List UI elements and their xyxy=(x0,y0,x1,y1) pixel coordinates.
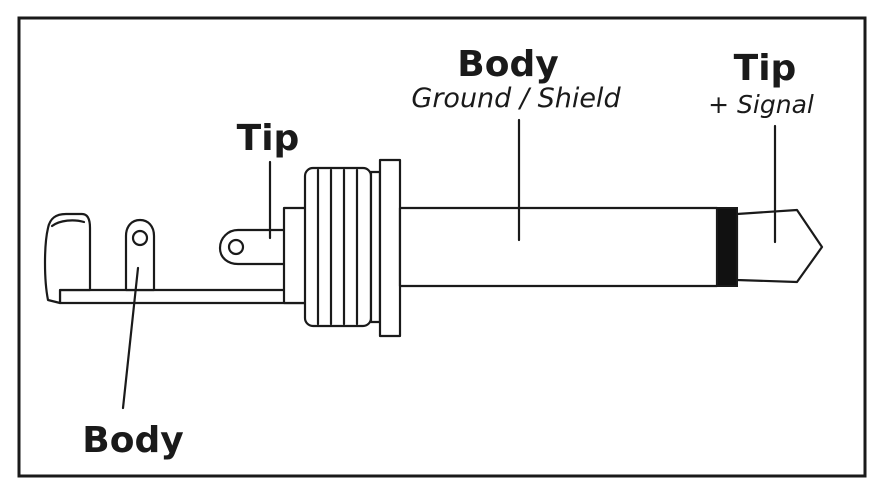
label-tip-sub: + Signal xyxy=(708,90,814,119)
leader-body-lug xyxy=(121,266,140,410)
insulator-ring xyxy=(716,207,738,287)
mounting-nut xyxy=(378,158,402,338)
mounting-flange xyxy=(369,170,382,324)
tip-contact xyxy=(735,208,824,284)
body-lug-curl xyxy=(43,212,92,305)
threaded-bushing xyxy=(303,166,373,328)
tip-terminal-hole xyxy=(227,238,245,256)
body-lug-curl-inner xyxy=(50,219,86,228)
label-tip-lug: Tip xyxy=(237,118,300,159)
body-terminal-hole xyxy=(131,229,149,247)
label-body-main: Body xyxy=(457,44,558,85)
label-body-sub: Ground / Shield xyxy=(411,83,621,114)
base-strip xyxy=(58,288,307,305)
jack-illustration xyxy=(43,118,824,410)
sleeve-shaft xyxy=(398,206,719,288)
bushing-threads xyxy=(316,168,359,326)
spring-contact xyxy=(282,206,308,305)
label-body-lug: Body xyxy=(82,420,183,461)
label-tip-main: Tip xyxy=(734,48,797,89)
tip-terminal xyxy=(218,228,287,266)
